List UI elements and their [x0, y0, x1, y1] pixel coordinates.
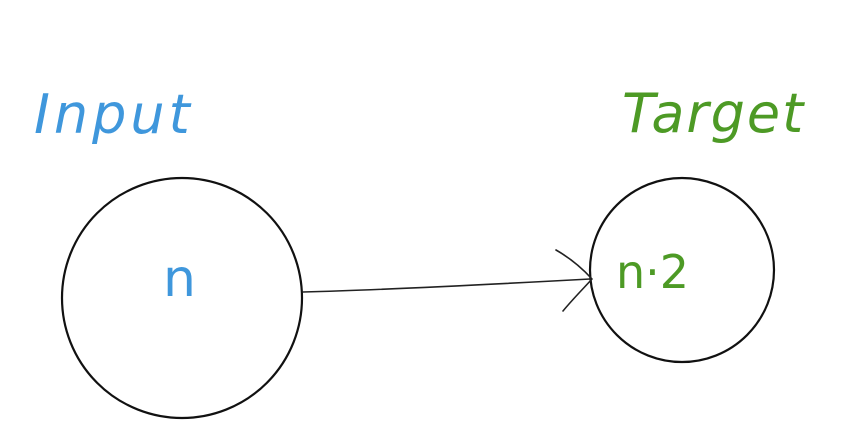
target-node-circle — [588, 176, 776, 364]
input-title-label: Input — [34, 83, 194, 146]
edge-arrow-line — [302, 278, 591, 293]
edge-arrowhead — [555, 249, 593, 312]
input-node-value: n — [163, 249, 196, 309]
target-title-label: Target — [622, 82, 805, 145]
target-node-value: n·2 — [616, 245, 689, 299]
input-node-circle — [60, 176, 304, 420]
